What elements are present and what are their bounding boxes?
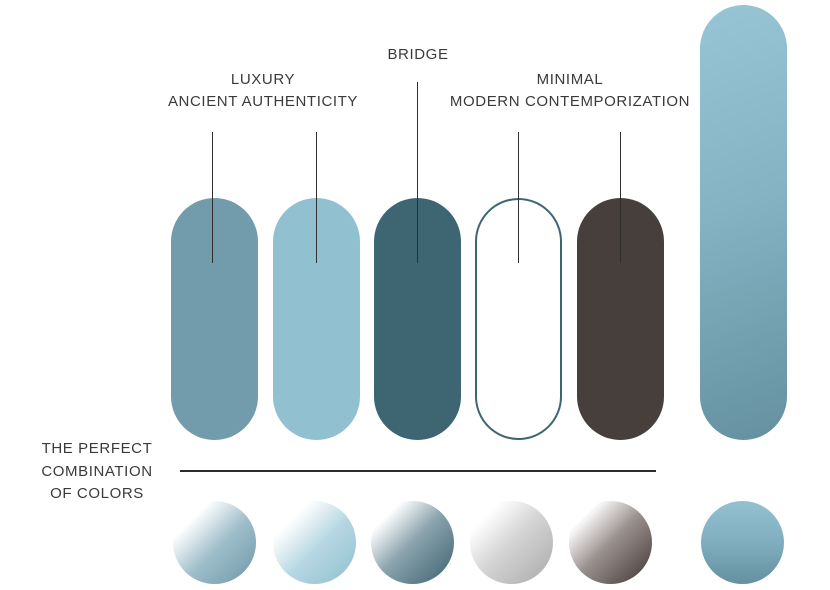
luxury-title: LUXURY [230,71,296,88]
minimal-label: MINIMAL MODERN CONTEMPORIZATION [445,69,695,113]
connector-line-1 [212,132,213,263]
combination-label: THE PERFECT COMBINATION OF COLORS [30,438,164,506]
luxury-subtitle: ANCIENT AUTHENTICITY [167,93,359,110]
gradient-circle-slate [173,501,256,584]
combination-line-2: COMBINATION [41,462,153,480]
combination-line-3: OF COLORS [50,485,144,502]
minimal-subtitle: MODERN CONTEMPORIZATION [449,93,691,110]
divider-line [180,470,656,472]
bridge-label: BRIDGE [368,44,468,66]
luxury-label: LUXURY ANCIENT AUTHENTICITY [165,69,361,113]
gradient-circle-brown [569,501,652,584]
gradient-circle-light-blue [273,501,356,584]
gradient-swatch-tall [700,5,787,440]
connector-line-4 [518,132,519,263]
connector-line-5 [620,132,621,263]
gradient-circle-grey [470,501,553,584]
color-swatch-slate-blue [171,198,258,440]
combination-line-1: THE PERFECT [41,440,153,457]
bridge-title: BRIDGE [387,46,449,63]
minimal-title: MINIMAL [536,71,604,88]
connector-line-2 [316,132,317,263]
gradient-circle-blue [701,501,784,584]
gradient-circle-teal [371,501,454,584]
connector-line-3 [417,82,418,263]
